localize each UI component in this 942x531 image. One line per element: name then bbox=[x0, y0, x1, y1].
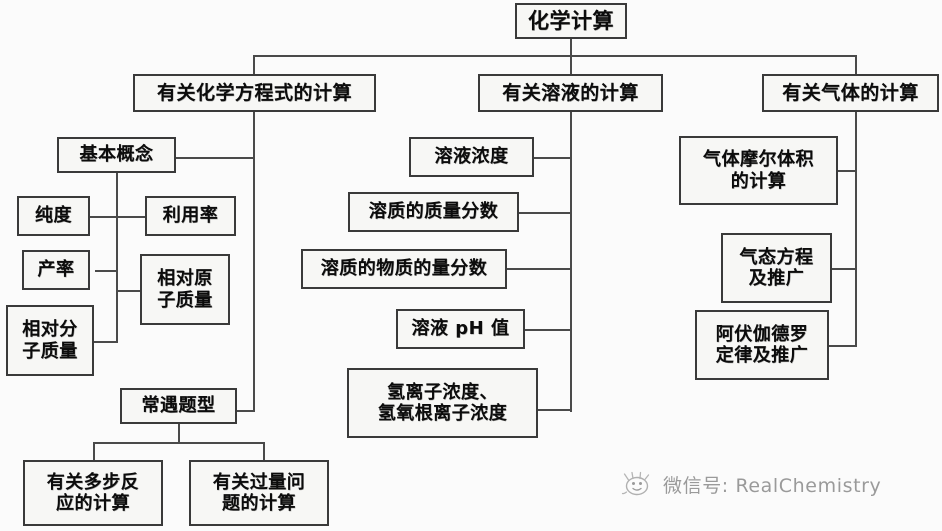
node-branch-gas-label: 有关气体的计算 bbox=[782, 81, 919, 104]
node-solution-concentration-label: 溶液浓度 bbox=[434, 146, 509, 168]
node-solution-ph-label: 溶液 pH 值 bbox=[411, 318, 510, 340]
connector-basic-to-relative-atomic bbox=[116, 290, 140, 292]
watermark: 微信号: RealChemistry bbox=[620, 470, 881, 498]
connector-gas-trunk bbox=[855, 112, 857, 346]
connector-basic-to-utilization bbox=[116, 216, 145, 218]
node-gas-equation-label: 气态方程 及推广 bbox=[739, 246, 814, 289]
node-common-problem-types[interactable]: 常遇题型 bbox=[120, 388, 237, 424]
node-relative-atomic-mass-label: 相对原 子质量 bbox=[157, 268, 213, 311]
node-branch-gas[interactable]: 有关气体的计算 bbox=[762, 74, 939, 112]
connector-bus-to-equation bbox=[253, 55, 255, 74]
node-branch-equation[interactable]: 有关化学方程式的计算 bbox=[133, 74, 376, 112]
chick-icon bbox=[620, 470, 654, 498]
connector-solution-to-ion-concentration bbox=[538, 409, 572, 411]
node-basic-concepts[interactable]: 基本概念 bbox=[57, 137, 176, 173]
node-relative-molecular-mass-label: 相对分 子质量 bbox=[22, 319, 78, 362]
node-utilization-rate-label: 利用率 bbox=[162, 205, 219, 227]
connector-root-stem bbox=[570, 38, 572, 56]
node-purity-label: 纯度 bbox=[35, 205, 72, 227]
node-solution-concentration[interactable]: 溶液浓度 bbox=[409, 137, 534, 177]
node-gas-equation[interactable]: 气态方程 及推广 bbox=[721, 233, 832, 303]
node-yield[interactable]: 产率 bbox=[22, 250, 90, 290]
connector-main-bus bbox=[253, 55, 857, 57]
connector-basic-to-relative-molecular bbox=[94, 341, 118, 343]
node-solute-mole-fraction-label: 溶质的物质的量分数 bbox=[320, 258, 488, 280]
connector-solution-to-ph bbox=[525, 329, 572, 331]
node-basic-concepts-label: 基本概念 bbox=[79, 144, 154, 166]
node-avogadro-law-label: 阿伏伽德罗 定律及推广 bbox=[715, 323, 809, 366]
node-multi-step-reaction[interactable]: 有关多步反 应的计算 bbox=[23, 460, 163, 526]
connector-gas-to-avogadro bbox=[829, 345, 857, 347]
connector-solution-to-mass-fraction bbox=[519, 212, 572, 214]
node-solute-mass-fraction-label: 溶质的质量分数 bbox=[368, 201, 499, 223]
node-root-label: 化学计算 bbox=[528, 8, 614, 33]
node-utilization-rate[interactable]: 利用率 bbox=[145, 196, 236, 236]
node-ion-concentration-label: 氢离子浓度、 氢氧根离子浓度 bbox=[377, 381, 508, 424]
connector-to-multi-step bbox=[93, 442, 95, 460]
node-relative-atomic-mass[interactable]: 相对原 子质量 bbox=[140, 254, 230, 325]
node-ion-concentration[interactable]: 氢离子浓度、 氢氧根离子浓度 bbox=[347, 368, 538, 438]
node-molar-volume-label: 气体摩尔体积 的计算 bbox=[703, 149, 814, 192]
node-branch-solution-label: 有关溶液的计算 bbox=[502, 81, 639, 104]
node-solution-ph[interactable]: 溶液 pH 值 bbox=[396, 309, 525, 349]
node-avogadro-law[interactable]: 阿伏伽德罗 定律及推广 bbox=[695, 310, 829, 380]
node-yield-label: 产率 bbox=[37, 259, 75, 281]
node-excess-problem[interactable]: 有关过量问 题的计算 bbox=[189, 460, 329, 526]
connector-solution-trunk bbox=[570, 112, 572, 412]
connector-bus-to-solution bbox=[570, 55, 572, 74]
connector-equation-to-common-types bbox=[224, 410, 255, 412]
connector-to-excess-problem bbox=[263, 442, 265, 460]
node-multi-step-reaction-label: 有关多步反 应的计算 bbox=[46, 471, 140, 514]
node-branch-equation-label: 有关化学方程式的计算 bbox=[156, 81, 352, 104]
node-excess-problem-label: 有关过量问 题的计算 bbox=[212, 471, 306, 514]
connector-solution-to-concentration bbox=[534, 157, 572, 159]
node-solute-mole-fraction[interactable]: 溶质的物质的量分数 bbox=[301, 249, 507, 289]
connector-gas-to-molar-volume bbox=[838, 170, 857, 172]
node-molar-volume[interactable]: 气体摩尔体积 的计算 bbox=[679, 136, 838, 205]
connector-gas-to-equation bbox=[832, 268, 857, 270]
node-root[interactable]: 化学计算 bbox=[515, 3, 627, 39]
connector-common-types-bus bbox=[93, 442, 264, 444]
connector-solution-to-mole-fraction bbox=[507, 268, 572, 270]
connector-equation-to-basic-concepts bbox=[176, 157, 255, 159]
connector-basic-to-yield bbox=[95, 270, 118, 272]
watermark-text: 微信号: RealChemistry bbox=[663, 474, 882, 497]
node-solute-mass-fraction[interactable]: 溶质的质量分数 bbox=[348, 192, 519, 232]
connector-common-types-stem bbox=[178, 424, 180, 443]
connector-equation-trunk bbox=[253, 112, 255, 412]
connector-basic-concepts-stem bbox=[116, 173, 118, 189]
node-purity[interactable]: 纯度 bbox=[17, 196, 90, 236]
node-common-problem-types-label: 常遇题型 bbox=[141, 395, 216, 417]
connector-basic-concepts-spine bbox=[116, 189, 118, 342]
connector-bus-to-gas bbox=[855, 55, 857, 74]
connector-basic-to-purity bbox=[90, 216, 118, 218]
node-relative-molecular-mass[interactable]: 相对分 子质量 bbox=[6, 305, 94, 376]
node-branch-solution[interactable]: 有关溶液的计算 bbox=[478, 74, 663, 112]
